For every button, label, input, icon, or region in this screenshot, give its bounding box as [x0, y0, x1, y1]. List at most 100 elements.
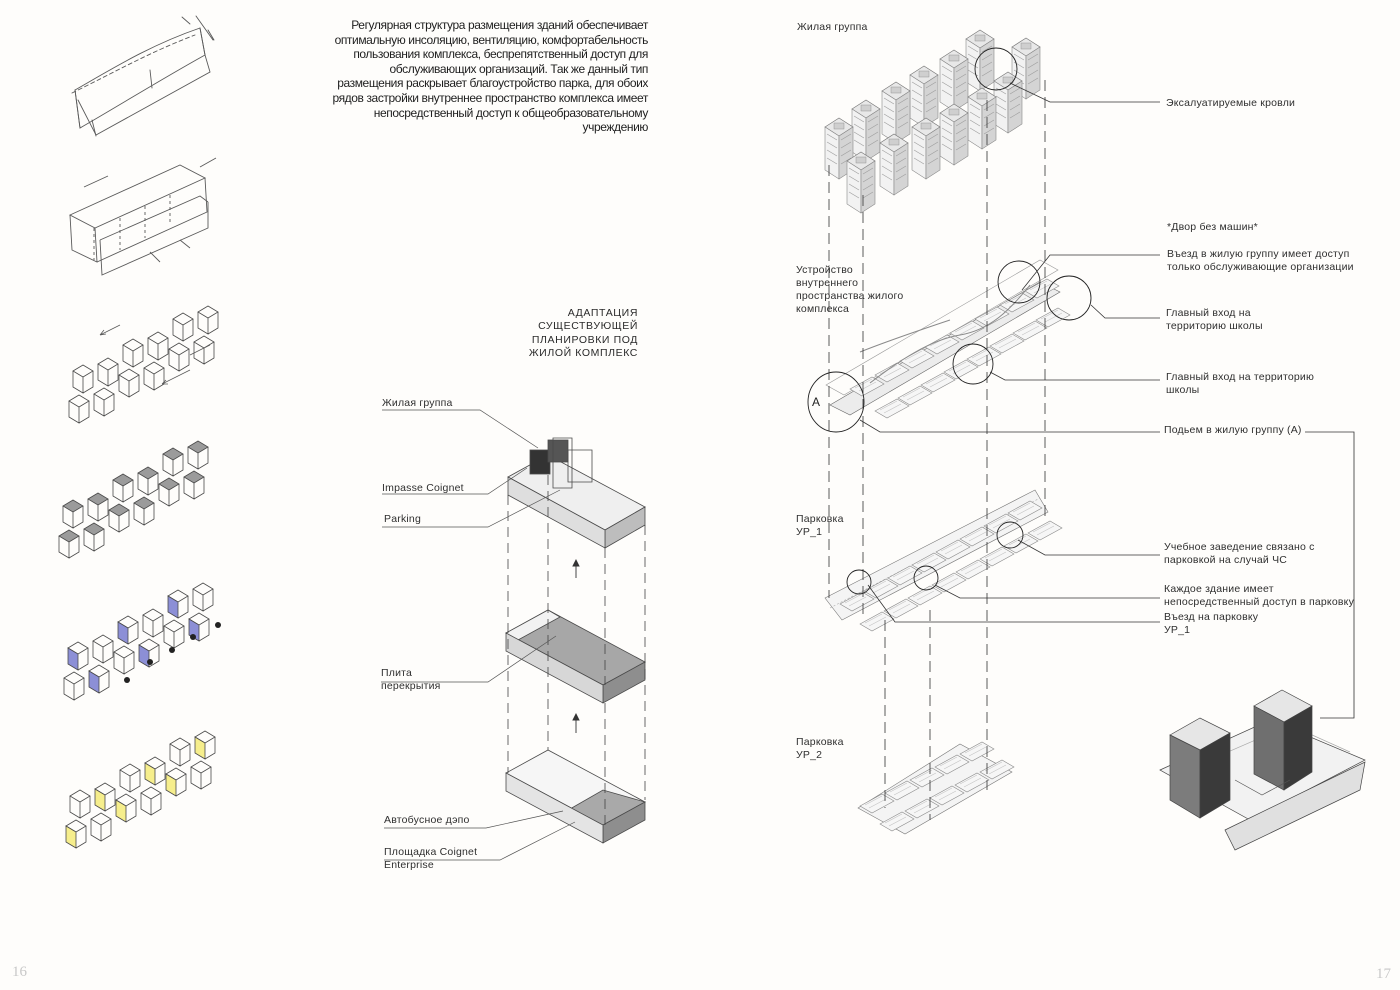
callout-circles — [807, 47, 1092, 595]
grid-cube-dark-roof — [87, 492, 109, 522]
grid-cube-dark-roof — [162, 447, 184, 477]
grid-cube — [68, 394, 90, 424]
label-bus-depot: Автобусное дэпо — [384, 814, 470, 826]
dashed-guides-right — [828, 80, 1046, 820]
residential-tower — [911, 117, 941, 180]
grid-cube-dark-roof — [187, 440, 209, 470]
parking2-plan — [857, 743, 1013, 835]
parking-level-1-core — [955, 559, 991, 580]
residential-tower — [965, 29, 995, 92]
courtyard-building-footprint — [897, 385, 933, 406]
grid-cube-purple — [117, 615, 139, 645]
access-dot — [215, 622, 221, 628]
cube-grid-purple — [63, 582, 221, 701]
grid-cube — [172, 312, 194, 342]
label-level-courtyard: Устройство внутреннего пространства жило… — [796, 264, 904, 315]
grid-cube — [97, 357, 119, 387]
grid-cube-dark-roof — [62, 499, 84, 529]
courtyard-building-footprint — [1012, 320, 1048, 341]
access-dot — [190, 634, 196, 640]
grid-cube-yellow — [165, 767, 187, 797]
grid-cube-yellow — [90, 812, 112, 842]
sketch-two-blocks — [68, 157, 217, 276]
courtyard-building-footprint — [966, 346, 1002, 367]
residential-tower — [939, 49, 969, 112]
grid-cube-yellow — [69, 789, 91, 819]
label-parking: Parking — [384, 513, 422, 525]
courtyard-building-footprint — [874, 398, 910, 419]
annotation-ramp: Подьем в жилую группу (A) — [1164, 424, 1302, 436]
parking-level-1-core — [1027, 520, 1063, 541]
grid-cube-purple — [192, 582, 214, 612]
cube-grid-yellow — [65, 730, 216, 849]
grid-cube-dark-roof — [158, 477, 180, 507]
residential-tower — [993, 71, 1023, 134]
page-number-left: 16 — [12, 964, 27, 980]
grid-cube — [193, 335, 215, 365]
grid-cube — [168, 342, 190, 372]
parking-level-1-core — [859, 611, 895, 632]
grid-cube-yellow — [140, 786, 162, 816]
courtyard-building-footprint — [1035, 307, 1071, 328]
residential-tower — [967, 87, 997, 150]
arrows-grid3 — [99, 324, 211, 385]
access-dot — [124, 677, 130, 683]
grid-cube-purple — [92, 634, 114, 664]
leaders-right — [859, 82, 1355, 719]
grid-cube-dark-roof — [112, 473, 134, 503]
label-level-parking1: Парковка УР_1 — [796, 513, 844, 538]
building-render — [1159, 689, 1366, 851]
grid-cube-dark-roof — [133, 496, 155, 526]
grid-cube — [197, 305, 219, 335]
label-coignet: Площадка Coignet Enterprise — [384, 846, 478, 871]
residential-tower — [939, 103, 969, 166]
grid-cube — [122, 338, 144, 368]
label-residential-group: Жилая группа — [382, 397, 453, 409]
residential-tower — [879, 133, 909, 196]
annotation-no-cars: *Двор без машин* — [1167, 221, 1258, 233]
grid-cube-yellow — [194, 730, 216, 760]
courtyard-paths — [859, 284, 1031, 384]
courtyard-building-footprint — [920, 372, 956, 393]
annotation-school-main-entrance-2: Главный вход на территорию школы — [1166, 371, 1315, 396]
leaders-center — [381, 409, 576, 861]
access-dot — [169, 647, 175, 653]
annotation-school-parking: Учебное заведение связано с парковкой на… — [1164, 541, 1315, 566]
grid-cube-purple — [113, 645, 135, 675]
annotation-direct-access: Каждое здание имеет непосредственный дос… — [1164, 583, 1355, 608]
adaptation-title: АДАПТАЦИЯ СУЩЕСТВУЮЩЕЙ ПЛАНИРОВКИ ПОД ЖИ… — [528, 307, 638, 360]
grid-cube-dark-roof — [183, 470, 205, 500]
courtyard-building-footprint — [989, 333, 1025, 354]
grid-cube-yellow — [190, 760, 212, 790]
annotation-school-main-entrance: Главный вход на территорию школы — [1166, 307, 1263, 332]
grid-cube-yellow — [169, 737, 191, 767]
grid-cube-yellow — [94, 782, 116, 812]
residential-tower — [846, 151, 876, 214]
annotation-roofs: Эксалуатируемые кровли — [1166, 97, 1296, 109]
courtyard-building-footprint — [943, 359, 979, 380]
grid-cube-purple — [88, 664, 110, 694]
grid-cube-dark-roof — [137, 466, 159, 496]
grid-cube — [147, 331, 169, 361]
grid-cube-yellow — [65, 819, 87, 849]
grid-cube — [143, 361, 165, 391]
grid-cube-dark-roof — [108, 503, 130, 533]
grid-cube-purple — [63, 671, 85, 701]
parking-level-1-core — [1003, 533, 1039, 554]
label-slab: Плита перекрытия — [381, 667, 441, 692]
grid-cube-yellow — [115, 793, 137, 823]
residential-tower — [881, 81, 911, 144]
parking-level-1-core — [979, 546, 1015, 567]
up-arrows — [572, 558, 580, 733]
label-impasse: Impasse Coignet — [382, 482, 464, 494]
grid-cube — [72, 364, 94, 394]
residential-tower — [909, 65, 939, 128]
grid-cube — [118, 368, 140, 398]
towers-group — [824, 29, 1041, 214]
access-dot — [147, 659, 153, 665]
label-level-residential: Жилая группа — [797, 21, 868, 33]
grid-cube-yellow — [119, 763, 141, 793]
parking-level-1-core — [883, 598, 919, 619]
marker-a-label: A — [812, 395, 820, 409]
